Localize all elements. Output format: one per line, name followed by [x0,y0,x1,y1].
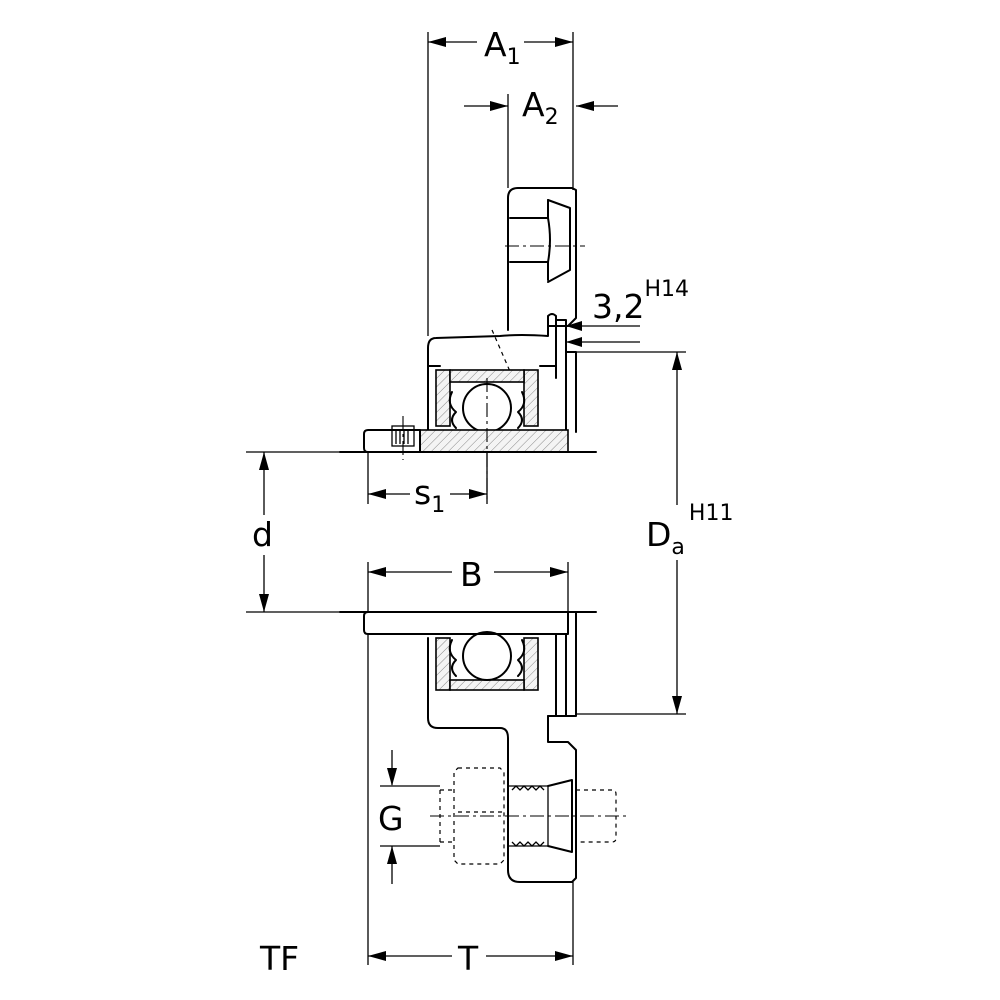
inner-ring-lower [363,611,569,635]
t-arrow-right [555,951,573,961]
housing-outline-lower [427,611,577,883]
outer-ring-left-lower [435,637,451,691]
label-b: B [460,555,483,594]
a2-arrow-right [576,101,594,111]
bolt-thread [511,785,545,847]
flange-recess-upper [547,199,571,283]
b-arrow-left [368,567,386,577]
step-face-upper [547,313,557,379]
outer-ring-right-lower [523,637,539,691]
label-d: d [252,515,273,554]
inner-ring-upper [419,429,569,453]
set-screw-thread [395,430,409,444]
outer-ring-left-upper [435,369,451,427]
label-s1: s1 [414,473,445,518]
nut-dashed [453,767,505,865]
label-a2: A2 [522,85,559,130]
s1-arrow-right [469,489,487,499]
seal-right-upper [517,391,526,429]
da-arrow-bottom [672,696,682,714]
da-arrow-top [672,352,682,370]
lower-section [339,611,630,883]
label-da: DaH11 [646,501,733,560]
seal-right-lower [517,639,526,677]
spigot-lower [547,633,557,717]
label-g: G [378,799,404,838]
a1-arrow-left [428,37,446,47]
d-arrow-bottom [259,594,269,612]
label-clearance: 3,2H14 [592,277,689,326]
flange-outline-upper [427,187,577,431]
clearance-arrow-top [566,321,582,331]
lube-channel-upper [491,329,513,377]
flange-bolt-hole-upper [509,199,551,281]
seal-left-upper [448,391,457,429]
b-arrow-right [550,567,568,577]
d-arrow-top [259,452,269,470]
series-label: TF [259,939,299,978]
a2-arrow-left [490,101,508,111]
a1-arrow-right [555,37,573,47]
g-arrow-top [387,768,397,786]
t-arrow-left [368,951,386,961]
upper-section [339,187,597,500]
label-a1: A1 [484,25,521,70]
label-t: T [457,939,479,978]
seal-left-lower [448,639,457,677]
s1-arrow-left [368,489,386,499]
dimension-lines [246,32,686,965]
g-arrow-bottom [387,846,397,864]
dimension-labels: A1 A2 3,2H14 s1 d DaH11 B G T TF [252,25,733,978]
outer-ring-right-upper [523,369,539,427]
outer-ring-bottom-lower [449,679,525,691]
flange-recess-lower [547,779,573,853]
ball-lower [462,631,512,681]
clearance-arrow-bottom [566,337,582,347]
housing-body-upper [427,365,557,431]
